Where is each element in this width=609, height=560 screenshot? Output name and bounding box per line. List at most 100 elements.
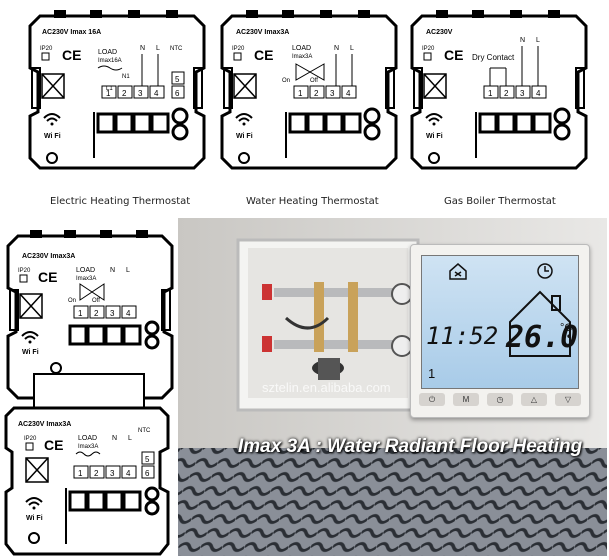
svg-text:N: N bbox=[334, 45, 339, 52]
svg-text:CE: CE bbox=[38, 269, 57, 285]
svg-text:Off: Off bbox=[310, 78, 318, 84]
installation-photo: 11:52 26.0 °C 1 ⏻ M ◷ △ ▽ sztelin.en.ali… bbox=[178, 218, 607, 556]
ip-label: IP20 bbox=[40, 46, 53, 52]
n1-sub-label: N1 bbox=[122, 74, 130, 80]
caption-electric: Electric Heating Thermostat bbox=[50, 196, 191, 207]
wifi-icon bbox=[425, 113, 443, 126]
svg-text:Imax3A: Imax3A bbox=[292, 54, 312, 60]
ce-mark: CE bbox=[62, 47, 81, 63]
svg-text:N: N bbox=[110, 267, 115, 274]
watermark: sztelin.en.alibaba.com bbox=[262, 380, 391, 395]
svg-text:4: 4 bbox=[536, 89, 541, 98]
svg-text:NTC: NTC bbox=[138, 428, 151, 434]
ce-mark: CE bbox=[444, 47, 463, 63]
svg-text:CE: CE bbox=[44, 437, 63, 453]
svg-text:6: 6 bbox=[145, 469, 150, 478]
svg-text:LOAD: LOAD bbox=[76, 267, 95, 274]
rating-label: AC230V bbox=[426, 29, 453, 36]
svg-text:Imax3A: Imax3A bbox=[76, 276, 96, 282]
svg-text:On: On bbox=[68, 298, 76, 304]
electric-wiring-diagram: AC230V Imax 16A IP20 CE LOAD Imax16A L1 … bbox=[28, 10, 206, 170]
svg-text:2: 2 bbox=[122, 89, 127, 98]
l-label: L bbox=[156, 45, 160, 52]
house-outline-icon bbox=[509, 290, 571, 357]
svg-text:1: 1 bbox=[78, 309, 83, 318]
svg-text:Wi Fi: Wi Fi bbox=[236, 133, 253, 140]
lcd-temperature: 26.0 bbox=[506, 320, 579, 355]
svg-text:5: 5 bbox=[175, 75, 180, 84]
svg-text:Imax3A: Imax3A bbox=[78, 444, 98, 450]
rating-label: AC230V Imax3A bbox=[236, 29, 289, 36]
clock-icon bbox=[537, 263, 553, 279]
wifi-icon bbox=[235, 113, 253, 126]
front-electric-diagram: AC230V Imax3A IP20 CE LOAD Imax3A N L NT… bbox=[4, 373, 170, 556]
down-button[interactable]: ▽ bbox=[555, 393, 581, 406]
up-button[interactable]: △ bbox=[521, 393, 547, 406]
svg-text:IP20: IP20 bbox=[422, 46, 435, 52]
svg-text:3: 3 bbox=[520, 89, 525, 98]
svg-text:1: 1 bbox=[298, 89, 303, 98]
thermostat-device: 11:52 26.0 °C 1 ⏻ M ◷ △ ▽ bbox=[410, 244, 590, 418]
svg-text:2: 2 bbox=[504, 89, 509, 98]
svg-text:N: N bbox=[520, 37, 525, 44]
svg-text:4: 4 bbox=[126, 309, 131, 318]
svg-text:On: On bbox=[282, 78, 290, 84]
manifold-pipes bbox=[262, 282, 413, 380]
photo-overlay-title: Imax 3A : Water Radiant Floor Heating bbox=[238, 436, 583, 457]
bin-icon bbox=[19, 293, 43, 319]
wifi-icon bbox=[21, 331, 39, 344]
svg-text:1: 1 bbox=[488, 89, 493, 98]
load-label: LOAD bbox=[98, 49, 117, 56]
fan-house-icon bbox=[449, 263, 467, 280]
svg-text:L: L bbox=[126, 267, 130, 274]
svg-text:IP20: IP20 bbox=[24, 436, 37, 442]
lcd-time: 11:52 bbox=[426, 322, 499, 350]
bin-icon bbox=[233, 73, 257, 99]
svg-text:AC230V Imax3A: AC230V Imax3A bbox=[22, 253, 75, 260]
svg-text:2: 2 bbox=[94, 309, 99, 318]
wifi-icon bbox=[43, 113, 61, 126]
valve-icon bbox=[79, 283, 105, 301]
svg-text:2: 2 bbox=[94, 469, 99, 478]
svg-text:Off: Off bbox=[92, 298, 100, 304]
water-wiring-diagram: AC230V Imax3A IP20 CE LOAD Imax3A On Off… bbox=[220, 10, 398, 170]
svg-text:L: L bbox=[350, 45, 354, 52]
clock-button[interactable]: ◷ bbox=[487, 393, 513, 406]
svg-text:4: 4 bbox=[126, 469, 131, 478]
bin-icon bbox=[423, 73, 447, 99]
lcd-screen: 11:52 26.0 °C 1 bbox=[421, 255, 579, 389]
svg-text:3: 3 bbox=[110, 469, 115, 478]
svg-text:3: 3 bbox=[138, 89, 143, 98]
svg-text:3: 3 bbox=[110, 309, 115, 318]
svg-text:1: 1 bbox=[106, 89, 111, 98]
svg-text:4: 4 bbox=[154, 89, 159, 98]
gas-wiring-diagram: AC230V IP20 CE Dry Contact N L 1 2 3 4 W… bbox=[410, 10, 588, 170]
svg-text:L: L bbox=[128, 435, 132, 442]
wifi-label: Wi Fi bbox=[44, 133, 61, 140]
n1-label: L1 bbox=[106, 86, 113, 92]
power-button[interactable]: ⏻ bbox=[419, 393, 445, 406]
svg-text:1: 1 bbox=[78, 469, 83, 478]
dry-contact-label: Dry Contact bbox=[472, 53, 515, 62]
svg-text:IP20: IP20 bbox=[232, 46, 245, 52]
svg-text:AC230V Imax3A: AC230V Imax3A bbox=[18, 421, 71, 428]
load-sub-label: Imax16A bbox=[98, 58, 122, 64]
rating-label: AC230V Imax 16A bbox=[42, 29, 101, 36]
n-label: N bbox=[140, 45, 145, 52]
svg-text:5: 5 bbox=[145, 455, 150, 464]
svg-text:2: 2 bbox=[314, 89, 319, 98]
ntc-label: NTC bbox=[170, 46, 183, 52]
svg-text:N: N bbox=[112, 435, 117, 442]
lcd-program: 1 bbox=[428, 366, 436, 381]
svg-text:IP20: IP20 bbox=[18, 268, 31, 274]
caption-gas: Gas Boiler Thermostat bbox=[444, 196, 556, 207]
svg-text:Wi Fi: Wi Fi bbox=[426, 133, 443, 140]
ce-mark: CE bbox=[254, 47, 273, 63]
valve-icon bbox=[295, 63, 325, 81]
svg-text:L: L bbox=[536, 37, 540, 44]
lcd-unit: °C bbox=[560, 322, 573, 334]
svg-text:6: 6 bbox=[175, 89, 180, 98]
svg-text:Wi Fi: Wi Fi bbox=[22, 349, 39, 356]
svg-text:4: 4 bbox=[346, 89, 351, 98]
mode-button[interactable]: M bbox=[453, 393, 479, 406]
